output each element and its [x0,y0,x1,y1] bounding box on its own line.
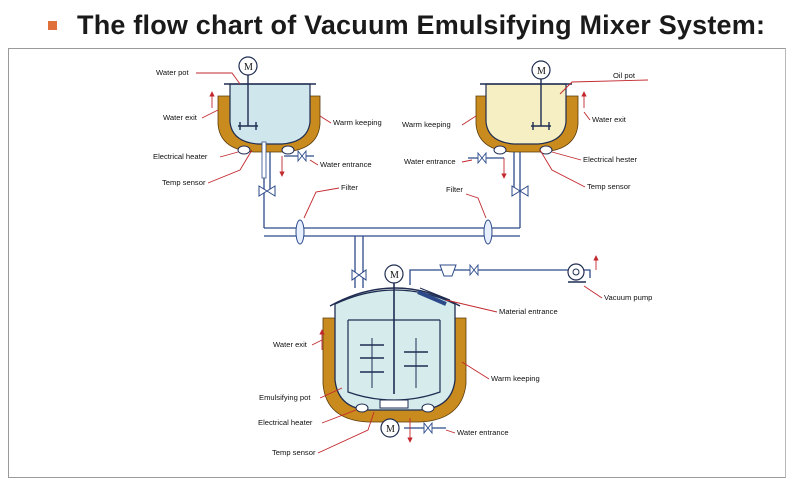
oil-pot-body [485,83,567,145]
feed-pipes [264,219,520,288]
label-material-entrance: Material entrance [499,307,558,316]
water-pot-motor-label: M [244,62,253,73]
homogenizer-motor-label: M [386,424,395,435]
label-electrical-heater-left: Electrical heater [153,152,208,161]
label-water-entrance-left: Water entrance [320,160,372,169]
label-electrical-heater-right: Electrical hester [583,155,637,164]
label-water-entrance-main: Water entrance [457,428,509,437]
label-temp-sensor-right: Temp sensor [587,182,631,191]
label-vacuum-pump: Vacuum pump [604,293,652,302]
label-warm-keeping-right: Warm keeping [402,120,451,129]
label-water-pot: Water pot [156,68,190,77]
water-pot-vessel: M [209,56,321,228]
label-water-exit-main: Water exit [273,340,308,349]
page-title: The flow chart of Vacuum Emulsifying Mix… [77,9,766,40]
homogenizer-motor-icon [380,418,400,438]
label-filter-right: Filter [446,185,463,194]
label-warm-keeping-left: Warm keeping [333,118,382,127]
oil-pot-vessel: M [468,60,587,228]
emulsifying-pot-vessel: M M [319,264,467,443]
title-bullet-icon [48,20,57,30]
label-filter-left: Filter [341,183,358,192]
label-electrical-heater-main: Electrical heater [258,418,313,427]
water-pot-body [229,83,311,145]
diagram-frame [8,48,786,478]
label-water-entrance-right: Water entrance [404,157,456,166]
vacuum-line [409,255,599,285]
label-temp-sensor-main: Temp sensor [272,448,316,457]
filter-right-icon [483,219,493,245]
label-warm-keeping-main: Warm keeping [491,374,540,383]
filter-left-icon [295,219,305,245]
label-temp-sensor-left: Temp sensor [162,178,206,187]
emulsifying-pot-motor-label: M [390,270,399,281]
label-water-exit-left: Water exit [163,113,198,122]
label-water-exit-right: Water exit [592,115,627,124]
emulsifying-pot-body [334,289,456,411]
label-oil-pot: Oil pot [613,71,636,80]
oil-pot-motor-label: M [537,66,546,77]
title-row: The flow chart of Vacuum Emulsifying Mix… [48,8,765,42]
vacuum-pump-icon [567,263,585,281]
label-emulsifying-pot: Emulsifying pot [259,393,311,402]
